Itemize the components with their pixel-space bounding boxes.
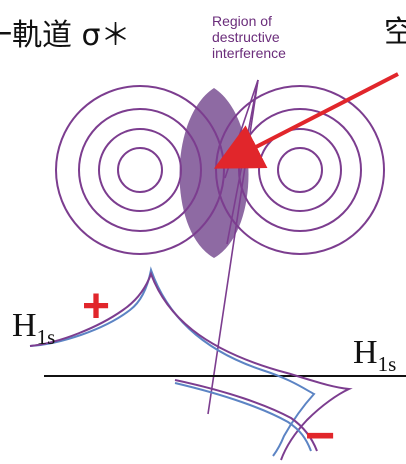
left-orbital-ring-4 (118, 148, 162, 192)
left-h-subscript: 1s (37, 325, 56, 349)
blue-wave-curve (30, 270, 314, 456)
left-orbital-ring-3 (99, 129, 181, 211)
right-h-subscript: 1s (378, 352, 397, 376)
plus-sign: + (82, 280, 110, 333)
right-orbital-ring-4 (278, 148, 322, 192)
left-h1s-label: H1s (12, 309, 55, 354)
pointer-arrow (221, 74, 398, 165)
right-h-base: H (353, 334, 378, 371)
left-h-base: H (12, 307, 37, 344)
minus-sign: − (305, 407, 335, 464)
right-h1s-label: H1s (353, 336, 396, 381)
right-orbital-ring-2 (239, 109, 361, 231)
